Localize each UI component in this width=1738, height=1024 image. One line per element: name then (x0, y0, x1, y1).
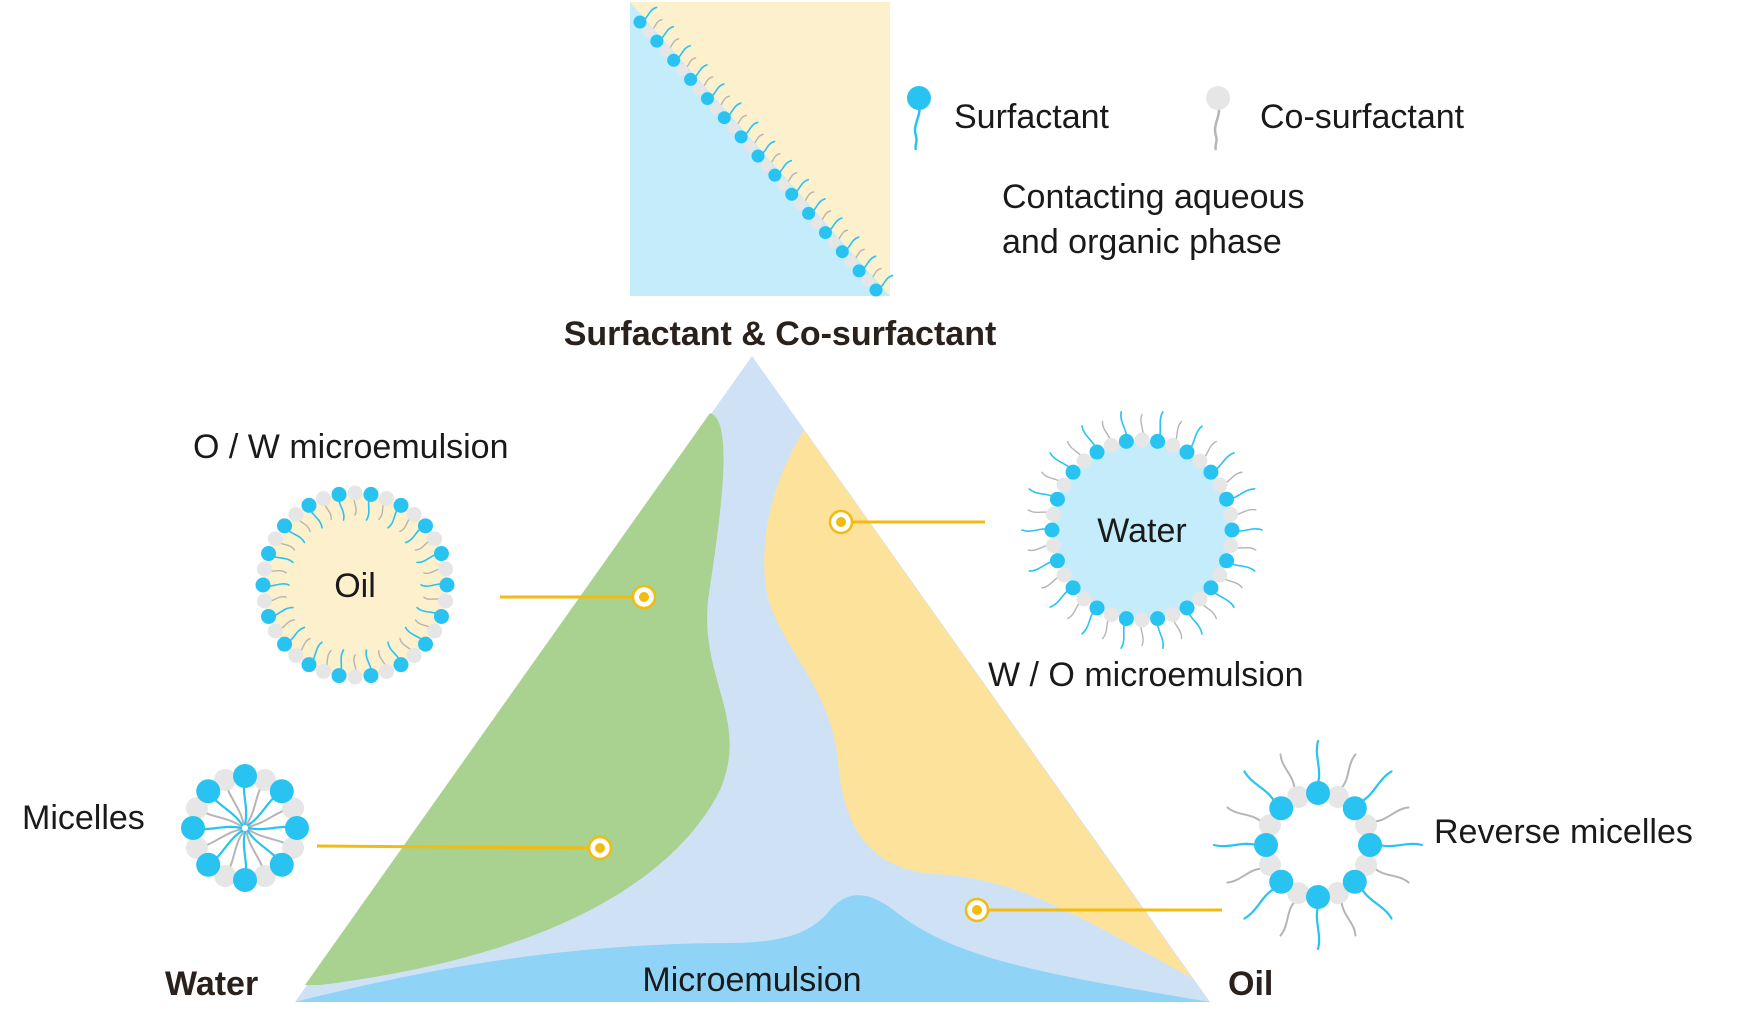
microemulsion-region (295, 895, 1210, 1002)
micelles-label: Micelles (22, 799, 145, 837)
connector-lines (316, 520, 1222, 912)
connector-markers (587, 509, 990, 923)
marker-micelles (587, 835, 613, 861)
surfactant-legend-icon (907, 86, 931, 151)
ow-droplet (255, 485, 455, 685)
micelle (181, 764, 309, 892)
legend: Surfactant Co-surfactant Contacting aque… (907, 86, 1465, 261)
wo-microemulsion-region (764, 430, 1192, 978)
wo-microemulsion-title: W / O microemulsion (988, 656, 1304, 694)
vertex-label-surfactant: Surfactant & Co-surfactant (564, 315, 997, 353)
wo-droplet (1021, 411, 1263, 649)
reverse-micelles-label: Reverse micelles (1434, 813, 1693, 851)
ow-microemulsion-title: O / W microemulsion (193, 428, 509, 466)
phase-description-line1: Contacting aqueous (1002, 178, 1304, 216)
vertex-label-water: Water (165, 965, 258, 1003)
legend-surfactant-label: Surfactant (954, 98, 1110, 136)
region-label-microemulsion: Microemulsion (642, 961, 861, 999)
phase-description-line2: and organic phase (1002, 223, 1282, 261)
ow-microemulsion-region (305, 413, 730, 985)
wo-core-label: Water (1097, 512, 1186, 550)
cosurfactant-legend-icon (1206, 86, 1230, 151)
reverse-micelle (1212, 739, 1424, 951)
marker-ow (631, 584, 657, 610)
interface-surfactant-layer (633, 6, 894, 297)
ow-core-label: Oil (334, 567, 376, 605)
marker-wo (828, 509, 854, 535)
legend-cosurfactant-label: Co-surfactant (1260, 98, 1465, 136)
marker-reverse-micelles (964, 897, 990, 923)
interface-panel (630, 2, 894, 297)
vertex-label-oil: Oil (1228, 965, 1273, 1003)
ternary-triangle (295, 356, 1210, 1002)
